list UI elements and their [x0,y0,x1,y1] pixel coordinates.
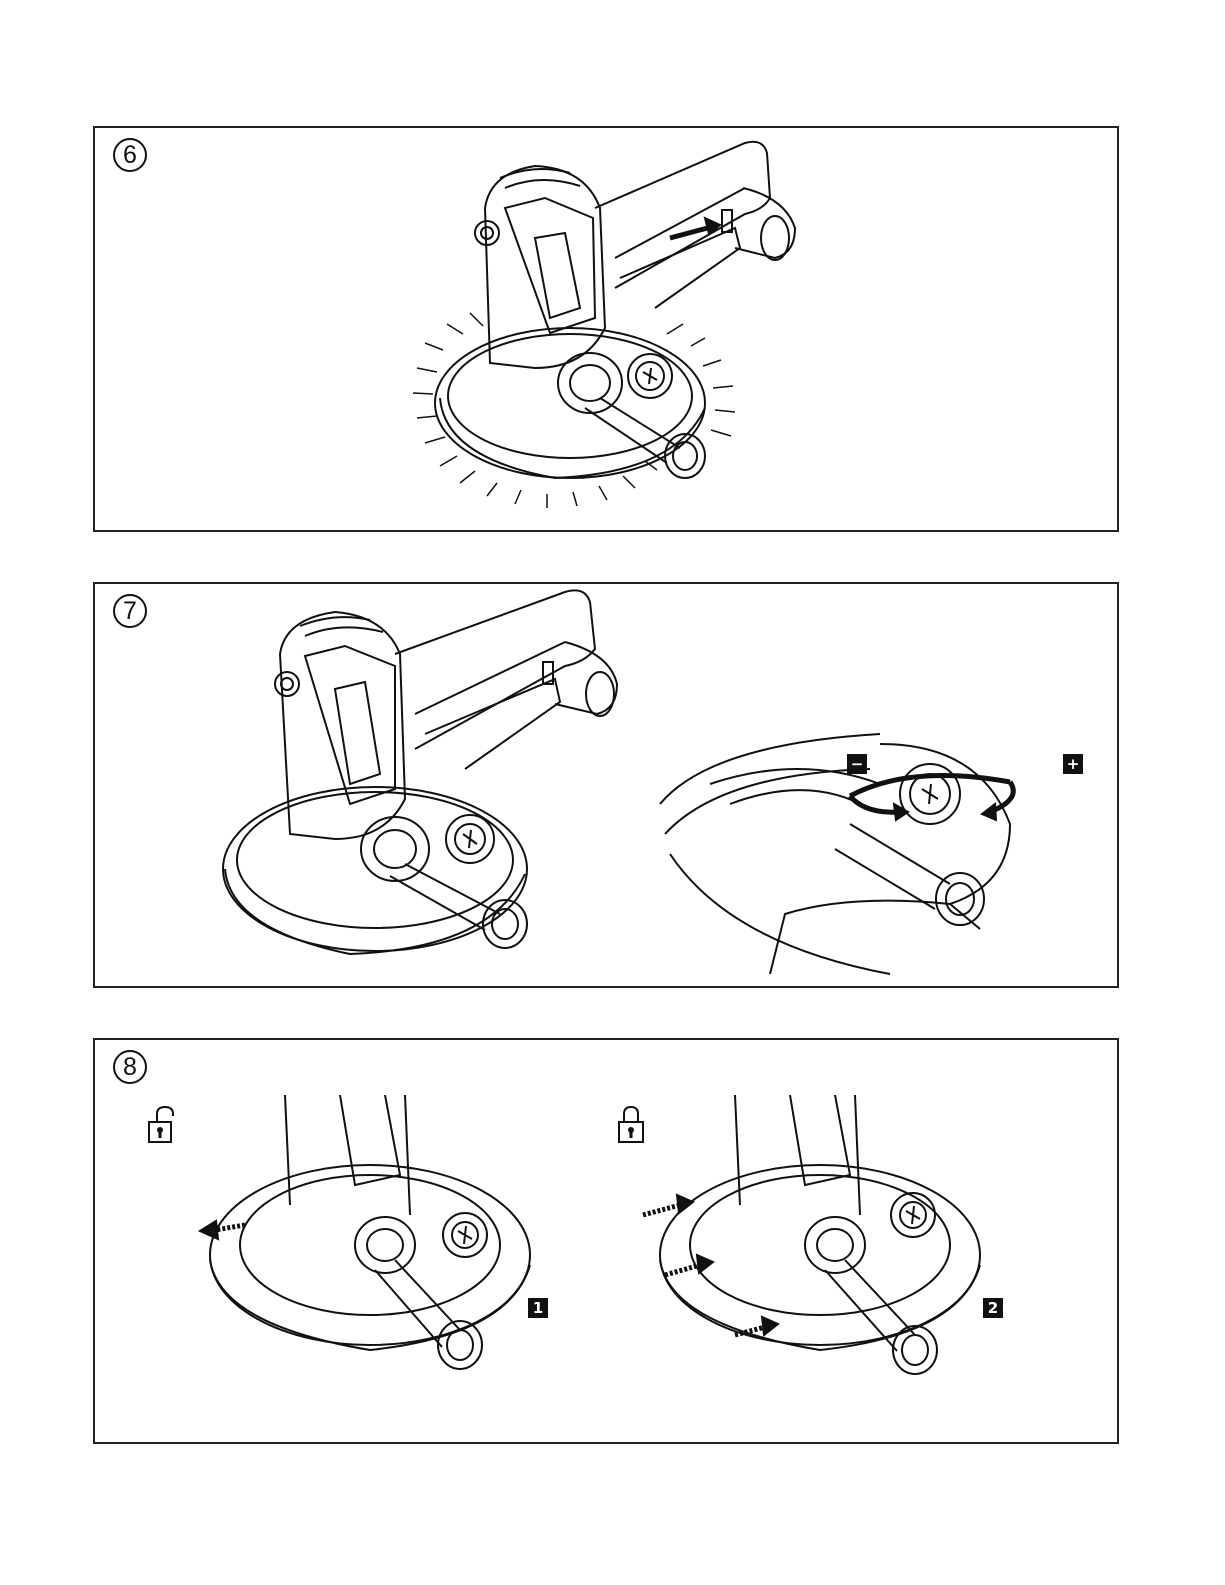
step-number: 8 [113,1050,147,1084]
sander-overview-illustration [95,584,635,986]
unlocked-padlock-icon [145,1104,177,1146]
figure-panel-8: 8 1 [93,1038,1119,1444]
skirt-removal-illustration [190,1095,550,1395]
figure-panel-6: 6 [93,126,1119,532]
figure-panel-7: 7 [93,582,1119,988]
decrease-label: − [847,754,867,774]
step-1-label: 1 [528,1298,548,1318]
increase-label: + [1063,754,1083,774]
skirt-installation-illustration [635,1095,995,1395]
sander-switch-on-illustration [95,128,1117,530]
step-2-label: 2 [983,1298,1003,1318]
speed-dial-closeup-illustration [650,684,1090,984]
